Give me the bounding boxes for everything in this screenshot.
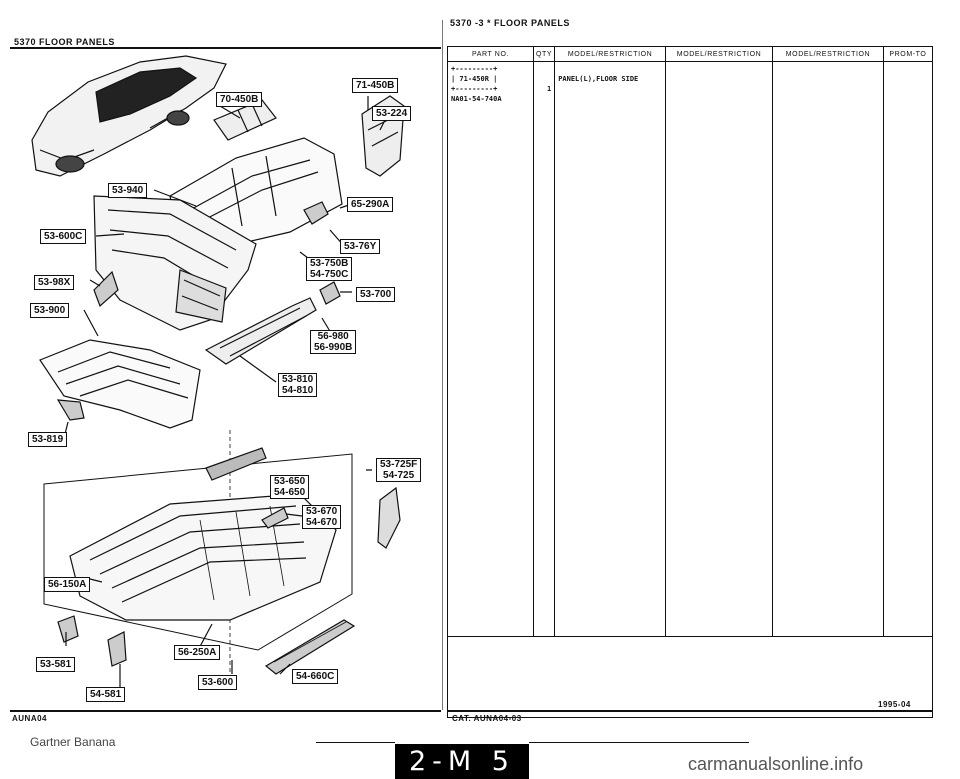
callout-54-670: 54-670: [306, 517, 338, 528]
callout-54-581: 54-581: [86, 687, 126, 702]
page-number-banner: 2-M 5: [395, 744, 529, 779]
col-model-restriction-2: MODEL/RESTRICTION: [664, 46, 774, 62]
part-number: NA01-54-740A: [451, 95, 502, 103]
callout-56-150A: 56-150A: [44, 577, 91, 592]
callout-53-670-54-670: 53-670 54-670: [302, 505, 342, 529]
callout-53-650-54-650: 53-650 54-650: [270, 475, 310, 499]
callout-53-600: 53-600: [198, 675, 238, 690]
callout-53-76Y: 53-76Y: [340, 239, 381, 254]
page-fold-line: [442, 20, 443, 710]
callout-53-650: 53-650: [274, 476, 306, 487]
callout-53-819: 53-819: [28, 432, 68, 447]
callout-54-750C: 54-750C: [310, 269, 349, 280]
watermark-carmanualsonline: carmanualsonline.info: [688, 754, 864, 774]
right-footer-rule: [447, 710, 933, 712]
callout-53-900: 53-900: [30, 303, 70, 318]
callout-53-810: 53-810: [282, 374, 314, 385]
left-footer-rule: [10, 710, 441, 712]
left-footer-code: AUNA04: [12, 714, 48, 723]
callout-53-750B: 53-750B: [310, 258, 349, 269]
qty-value: 1: [546, 85, 552, 93]
callout-53-940: 53-940: [108, 183, 148, 198]
callout-70-450B: 70-450B: [216, 92, 263, 107]
callout-53-600C: 53-600C: [40, 229, 87, 244]
table-footer-row: [447, 636, 933, 718]
callout-53-725F: 53-725F: [380, 459, 418, 470]
cell-model-3: [772, 61, 884, 637]
cell-prom-to: [882, 61, 934, 637]
callout-65-290A: 65-290A: [347, 197, 394, 212]
callout-53-224: 53-224: [372, 106, 412, 121]
callout-53-725F-54-725: 53-725F 54-725: [376, 458, 422, 482]
callout-53-581: 53-581: [36, 657, 76, 672]
ref-box: +---------+ | 71-450R | +---------+: [451, 65, 498, 93]
cell-model-2: [664, 61, 774, 637]
part-description: PANEL(L),FLOOR SIDE: [558, 75, 639, 83]
callout-54-725: 54-725: [383, 470, 415, 481]
watermark-gartner-banana: Gartner Banana: [30, 735, 116, 749]
col-qty: QTY: [532, 46, 556, 62]
callout-56-980-56-990B: 56-980 56-990B: [310, 330, 357, 354]
callout-56-990B: 56-990B: [314, 342, 353, 353]
table-footer-cell: [447, 636, 933, 718]
callout-54-810: 54-810: [282, 385, 314, 396]
banner-line-right: [529, 742, 749, 743]
col-part-no: PART NO.: [447, 46, 534, 62]
col-model-restriction-1: MODEL/RESTRICTION: [554, 46, 666, 62]
parts-table-header-row: PART NO. QTY MODEL/RESTRICTION MODEL/RES…: [447, 46, 934, 62]
callout-56-980: 56-980: [317, 331, 349, 342]
col-model-restriction-3: MODEL/RESTRICTION: [772, 46, 884, 62]
callout-53-700: 53-700: [356, 287, 396, 302]
left-header-rule: [10, 47, 441, 49]
callout-71-450B: 71-450B: [352, 78, 399, 93]
catalog-date: 1995-04: [878, 700, 911, 709]
callout-56-250A: 56-250A: [174, 645, 221, 660]
callout-53-670: 53-670: [306, 506, 338, 517]
parts-table: PART NO. QTY MODEL/RESTRICTION MODEL/RES…: [447, 46, 934, 718]
callout-54-660C: 54-660C: [292, 669, 339, 684]
table-row: +---------+ | 71-450R | +---------+ NA01…: [447, 61, 934, 637]
banner-line-left: [316, 742, 395, 743]
right-page-header: 5370 -3 * FLOOR PANELS: [450, 18, 570, 28]
catalog-code: CAT. AUNA04-03: [452, 714, 522, 723]
left-page-header: 5370 FLOOR PANELS: [14, 37, 115, 47]
cell-description: PANEL(L),FLOOR SIDE: [554, 61, 666, 637]
cell-qty: 1: [532, 61, 556, 637]
callout-53-98X: 53-98X: [34, 275, 75, 290]
callout-53-810-54-810: 53-810 54-810: [278, 373, 318, 397]
col-prom-to: PROM-TO: [882, 46, 934, 62]
cell-part-no: +---------+ | 71-450R | +---------+ NA01…: [447, 61, 534, 637]
callout-53-750B-54-750C: 53-750B 54-750C: [306, 257, 353, 281]
floor-panels-diagram: [31, 55, 405, 688]
callout-54-650: 54-650: [274, 487, 306, 498]
